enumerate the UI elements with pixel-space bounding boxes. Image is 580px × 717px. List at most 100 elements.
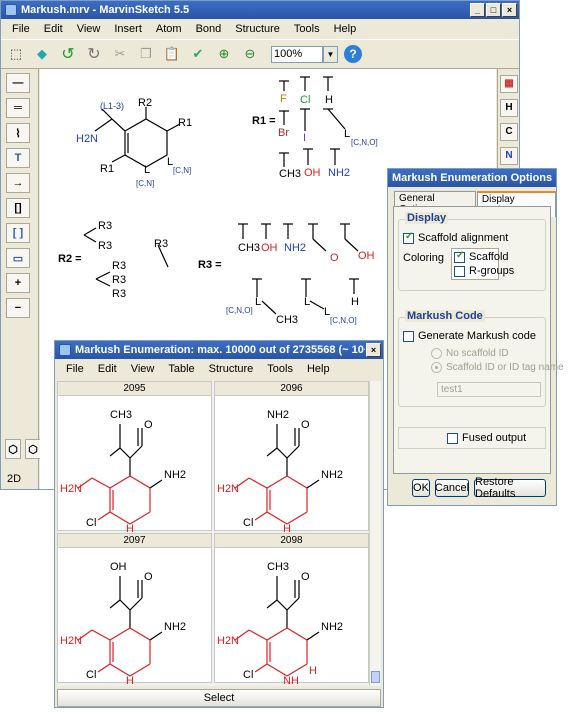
restore-defaults-button[interactable]: Restore Defaults xyxy=(474,476,546,500)
scaffold-color-label: Scaffold xyxy=(469,251,509,263)
menu-help[interactable]: Help xyxy=(333,23,357,35)
redo-icon[interactable]: ↻ xyxy=(87,46,101,63)
no-scaffold-id-label: No scaffold ID xyxy=(446,348,509,360)
atom-n-button[interactable]: N xyxy=(500,147,518,165)
scaffold-id-name-radio[interactable] xyxy=(431,362,442,373)
r1-atom-label: R1 xyxy=(178,117,192,129)
periodic-table-icon[interactable]: ▦ xyxy=(500,75,518,93)
r3-b-label: R3 xyxy=(98,240,112,252)
no-scaffold-id-radio[interactable] xyxy=(431,348,442,359)
enum-menu-table[interactable]: Table xyxy=(168,363,195,375)
zoom-dropdown-icon[interactable]: ▼ xyxy=(323,45,338,63)
menu-file[interactable]: File xyxy=(12,23,30,35)
enum-menu-edit[interactable]: Edit xyxy=(97,363,117,375)
zoom-level-field[interactable]: 100% xyxy=(271,45,323,63)
enum-nh2-label: NH2 xyxy=(321,469,343,481)
enum-bond xyxy=(248,477,268,489)
scaffold-color-row[interactable]: Scaffold xyxy=(454,250,509,263)
erase-icon[interactable]: ◆ xyxy=(37,46,47,61)
enum-window-title: Markush Enumeration: max. 10000 out of 2… xyxy=(75,344,365,356)
menu-tools[interactable]: Tools xyxy=(293,23,320,35)
template2-icon[interactable]: ⬡ xyxy=(25,439,41,459)
rgroups-color-row[interactable]: R-groups xyxy=(454,265,514,277)
enum-close-button[interactable]: × xyxy=(366,343,381,357)
enum-menu-file[interactable]: File xyxy=(66,363,84,375)
menu-bond[interactable]: Bond xyxy=(195,23,222,35)
enum-bond xyxy=(266,627,288,641)
generate-code-checkbox[interactable] xyxy=(403,330,414,342)
minimize-button[interactable]: _ xyxy=(470,3,485,17)
cancel-button[interactable]: Cancel xyxy=(435,479,469,497)
enum-menu-tools[interactable]: Tools xyxy=(267,363,293,375)
mode-2d-label[interactable]: 2D xyxy=(7,473,22,485)
check-structure-icon[interactable]: ✔ xyxy=(192,46,204,61)
help-icon[interactable]: ? xyxy=(344,45,362,63)
r1-definition-label: R1 = xyxy=(252,115,276,127)
br-label: Br xyxy=(278,127,289,139)
rectangle-icon[interactable]: ▭ xyxy=(6,248,30,268)
scaffold-color-checkbox[interactable] xyxy=(454,250,465,263)
no-scaffold-id-row[interactable]: No scaffold ID xyxy=(431,348,509,359)
double-bond-icon[interactable]: ═ xyxy=(6,98,30,118)
atom-h-button[interactable]: H xyxy=(500,99,518,117)
text-icon[interactable]: T xyxy=(6,148,30,168)
close-button[interactable]: × xyxy=(502,3,517,17)
enum-menu-structure[interactable]: Structure xyxy=(208,363,254,375)
menu-structure[interactable]: Structure xyxy=(235,23,280,35)
menu-view[interactable]: View xyxy=(76,23,101,35)
rgroups-color-checkbox[interactable] xyxy=(454,265,465,277)
single-bond-icon[interactable]: — xyxy=(6,73,30,93)
undo-icon[interactable]: ↺ xyxy=(61,46,75,63)
menu-insert[interactable]: Insert xyxy=(114,23,142,35)
enum-scroll-thumb[interactable] xyxy=(371,671,380,683)
enum-bond xyxy=(129,445,143,459)
enum-scrollbar[interactable] xyxy=(369,381,381,686)
atom-c-button[interactable]: C xyxy=(500,123,518,141)
menu-edit[interactable]: Edit xyxy=(43,23,63,35)
id-tag-input[interactable]: test1 xyxy=(437,382,541,397)
cut-icon[interactable]: ✂ xyxy=(114,46,126,61)
enum-ring-n-label: NH xyxy=(283,675,299,684)
fused-output-row[interactable]: Fused output xyxy=(447,432,526,444)
h2n-label: H2N xyxy=(76,133,98,145)
enum-menu-view[interactable]: View xyxy=(130,363,155,375)
r3-e-label: R3 xyxy=(112,274,126,286)
link-label: (L1-3) xyxy=(100,101,124,111)
paste-icon[interactable]: 📋 xyxy=(163,46,181,61)
enum-aldehyde-o-label: O xyxy=(144,419,153,431)
ok-button[interactable]: OK xyxy=(412,479,430,497)
template-icon[interactable]: ⬡ xyxy=(5,439,21,459)
plus-icon[interactable]: + xyxy=(6,273,30,293)
copy-icon[interactable]: ❐ xyxy=(140,46,152,61)
nh2-r1-label: NH2 xyxy=(328,167,350,179)
group-bracket-icon[interactable]: [ ] xyxy=(6,223,30,243)
zoom-out-icon[interactable]: ⊖ xyxy=(244,46,256,61)
generate-code-row[interactable]: Generate Markush code xyxy=(403,330,536,342)
arrow-icon[interactable]: → xyxy=(6,173,30,193)
select-button[interactable]: Select xyxy=(57,689,381,707)
menu-atom[interactable]: Atom xyxy=(155,23,182,35)
scaffold-alignment-checkbox[interactable] xyxy=(403,231,414,244)
ch3-r3-b-label: CH3 xyxy=(276,314,298,326)
h-r3-label: H xyxy=(351,296,359,308)
enum-cell-number: 2097 xyxy=(58,534,211,548)
enum-bond xyxy=(109,447,121,457)
fused-output-checkbox[interactable] xyxy=(447,432,458,444)
enum-ring-sub-label: H xyxy=(309,665,317,677)
scaffold-alignment-row[interactable]: Scaffold alignment xyxy=(403,231,508,244)
maximize-button[interactable]: □ xyxy=(486,3,501,17)
minus-icon[interactable]: − xyxy=(6,298,30,318)
scaffold-id-name-row[interactable]: Scaffold ID or ID tag name xyxy=(431,362,564,373)
bracket-icon[interactable]: [] xyxy=(6,198,30,218)
enum-bond xyxy=(77,629,93,641)
select-tool-icon[interactable]: ⬚ xyxy=(9,46,23,61)
zoom-in-icon[interactable]: ⊕ xyxy=(218,46,230,61)
enum-menu-help[interactable]: Help xyxy=(306,363,330,375)
chain-icon[interactable]: ⌇ xyxy=(6,123,30,143)
